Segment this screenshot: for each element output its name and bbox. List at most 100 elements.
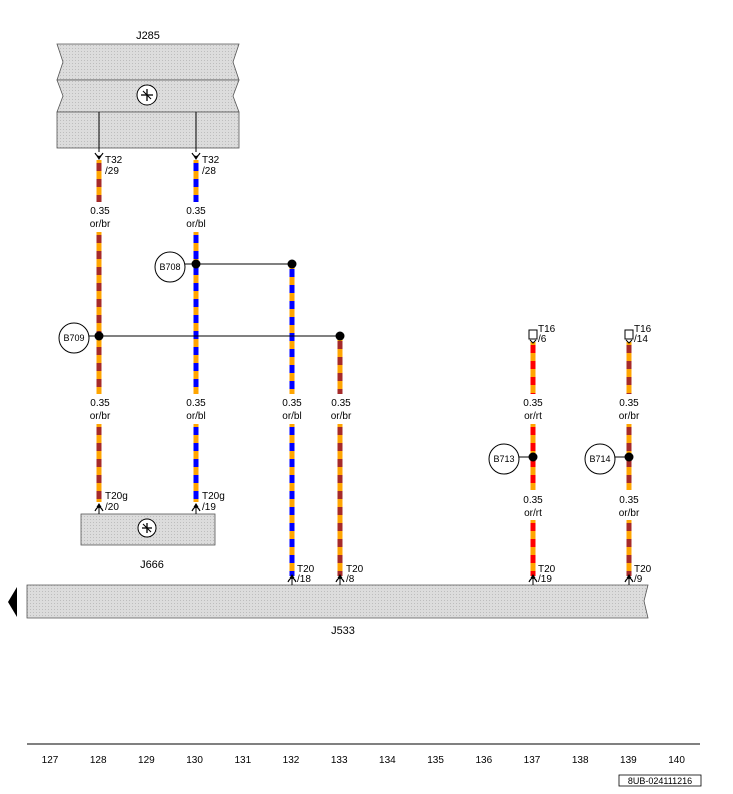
bus-symbol-icon	[136, 84, 158, 106]
splice-b713: B713	[488, 443, 533, 475]
wire-color: or/bl	[282, 411, 301, 422]
scale-label: 128	[90, 755, 107, 766]
scale-label: 132	[283, 755, 300, 766]
wire-color: or/br	[90, 411, 111, 422]
wire-section: 0.35	[619, 398, 639, 409]
connector-pin: /19	[538, 574, 552, 585]
wire-segment	[96, 232, 102, 394]
pin-layer	[94, 152, 634, 585]
wire-section: 0.35	[282, 398, 302, 409]
scale-label: 129	[138, 755, 155, 766]
wire-segment	[96, 424, 102, 502]
scale-label: 133	[331, 755, 348, 766]
wire-color: or/rt	[524, 508, 542, 519]
j533-label: J533	[331, 625, 355, 637]
connector-name: T32	[105, 155, 123, 166]
wire-segment	[530, 342, 536, 394]
wire-color: or/br	[331, 411, 352, 422]
wire-segment	[626, 520, 632, 576]
wire-color: or/rt	[524, 411, 542, 422]
connector-name: T20g	[105, 491, 128, 502]
j666-label: J666	[140, 559, 164, 571]
wire-color: or/br	[619, 411, 640, 422]
wire-section: 0.35	[186, 398, 206, 409]
wire-segment	[96, 160, 102, 202]
splice-b709-label: B709	[63, 333, 84, 343]
wire-segment	[530, 520, 536, 576]
wire-segment	[193, 232, 199, 394]
wire-section: 0.35	[523, 398, 543, 409]
connector-pin: /20	[105, 502, 119, 513]
connector-name: T20	[346, 564, 364, 575]
j285-label: J285	[136, 30, 160, 42]
scale-label: 138	[572, 755, 589, 766]
splice-b708: B708	[154, 251, 196, 283]
scale-label: 136	[475, 755, 492, 766]
control-unit-j285: J285	[56, 30, 240, 152]
connector-pin-icon	[191, 503, 201, 514]
junction-dots	[94, 259, 634, 462]
scale-label: 137	[524, 755, 541, 766]
wire-section: 0.35	[619, 495, 639, 506]
wire-section: 0.35	[90, 206, 110, 217]
wire-segment	[289, 266, 295, 394]
connector-pin-icon	[94, 152, 104, 160]
scale-label: 127	[42, 755, 59, 766]
connector-pin: /8	[346, 574, 355, 585]
document-code-text: 8UB-024111216	[628, 776, 692, 786]
connector-pin-icon	[335, 574, 345, 585]
wire-segment	[193, 160, 199, 202]
wire-segment	[337, 424, 343, 576]
bus-symbol-icon	[137, 518, 157, 538]
wire-segment	[626, 342, 632, 394]
wire-layer	[96, 160, 632, 576]
document-code: 8UB-024111216	[618, 774, 702, 787]
connector-name: T32	[202, 155, 220, 166]
connector-name: T20	[538, 564, 556, 575]
wire-section: 0.35	[523, 495, 543, 506]
splice-b709: B709	[58, 322, 99, 354]
splice-b714-label: B714	[589, 454, 610, 464]
connector-socket-icon	[624, 329, 634, 344]
connector-pin: /29	[105, 166, 119, 177]
connector-labels: T32 /29 T32 /28 T20g /20 T20g /19 T20 /1…	[105, 155, 652, 585]
wire-segment	[193, 424, 199, 502]
connector-pin-icon	[624, 574, 634, 585]
splice-b714: B714	[584, 443, 629, 475]
splice-b708-label: B708	[159, 262, 180, 272]
connector-pin-icon	[528, 574, 538, 585]
wire-section: 0.35	[331, 398, 351, 409]
connector-name: T16	[538, 324, 556, 335]
connector-name: T20g	[202, 491, 225, 502]
scale-label: 140	[668, 755, 685, 766]
connector-socket-icon	[528, 329, 538, 344]
wire-labels: 0.35 or/br 0.35 or/bl 0.35 or/br 0.35 or…	[90, 206, 640, 519]
junction-lines	[99, 263, 340, 337]
wire-color: or/bl	[186, 411, 205, 422]
wire-color: or/br	[90, 219, 111, 230]
connector-name: T16	[634, 324, 652, 335]
connector-name: T20	[297, 564, 315, 575]
scale-label: 131	[234, 755, 251, 766]
wire-section: 0.35	[186, 206, 206, 217]
wire-segment	[337, 338, 343, 394]
control-unit-j666: J666	[80, 513, 216, 571]
connector-pin: /18	[297, 574, 311, 585]
wire-section: 0.35	[90, 398, 110, 409]
scale-label: 139	[620, 755, 637, 766]
scale-label: 135	[427, 755, 444, 766]
scale-label: 130	[186, 755, 203, 766]
connector-pin-icon	[94, 503, 104, 514]
wire-segment	[289, 424, 295, 576]
connector-pin: /6	[538, 334, 547, 345]
connector-pin: /9	[634, 574, 643, 585]
splice-b713-label: B713	[493, 454, 514, 464]
connector-pin: /14	[634, 334, 648, 345]
connector-pin: /19	[202, 502, 216, 513]
wire-color: or/bl	[186, 219, 205, 230]
connector-pin-icon	[191, 152, 201, 160]
wire-color: or/br	[619, 508, 640, 519]
connector-pin: /28	[202, 166, 216, 177]
